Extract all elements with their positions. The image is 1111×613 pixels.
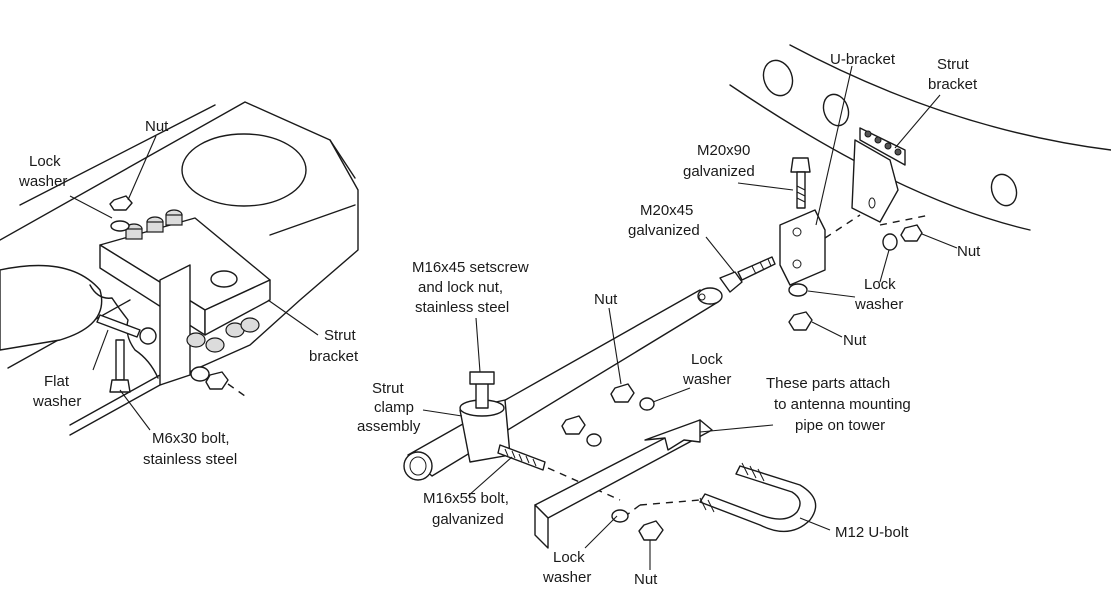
u-bracket	[779, 209, 931, 286]
label-lock-washer-left: Lock washer	[18, 153, 67, 190]
labels: Nut Lock washer Flat washer M6x30 bolt, …	[18, 51, 981, 588]
label-flat-washer: Flat washer	[32, 373, 81, 410]
label-m20x45: M20x45 galvanized	[628, 202, 700, 239]
left-tower-section	[0, 101, 359, 436]
label-strut-bracket-right: Strut bracket	[928, 56, 978, 93]
label-nut-right-lower: Nut	[843, 332, 867, 349]
label-m20x90: M20x90 galvanized	[683, 142, 755, 180]
u-bolt	[619, 462, 817, 533]
label-m16x55-bolt: M16x55 bolt, galvanized	[423, 490, 513, 528]
label-nut-right-upper: Nut	[957, 243, 981, 260]
label-strut-bracket-left: Strut bracket	[309, 327, 360, 365]
leader-lines	[69, 65, 958, 570]
label-nut-bottom: Nut	[634, 571, 658, 588]
label-strut-clamp-assembly: Strut clamp assembly	[357, 380, 421, 435]
right-bolts	[719, 157, 923, 331]
label-lock-washer-middle: Lock washer	[682, 351, 731, 388]
label-m16x45-setscrew: M16x45 setscrew and lock nut, stainless …	[412, 259, 533, 316]
right-strut-bracket	[851, 127, 906, 223]
label-lock-washer-bottom: Lock washer	[542, 549, 591, 586]
right-tower-ring	[729, 44, 1111, 231]
middle-hardware	[561, 383, 655, 447]
bottom-hardware	[611, 509, 664, 541]
label-m6x30-bolt: M6x30 bolt, stainless steel	[143, 430, 237, 468]
label-nut-middle: Nut	[594, 291, 618, 308]
label-parts-attach: These parts attach to antenna mounting p…	[766, 375, 915, 434]
left-strut-bracket	[96, 195, 271, 397]
strut-tube	[403, 287, 723, 481]
label-m12-ubolt: M12 U-bolt	[835, 524, 909, 541]
strut-clamp	[459, 371, 621, 501]
angle-plate	[534, 419, 713, 549]
label-u-bracket: U-bracket	[830, 51, 896, 68]
label-nut-top-left: Nut	[145, 118, 169, 135]
label-lock-washer-right: Lock washer	[854, 276, 903, 313]
